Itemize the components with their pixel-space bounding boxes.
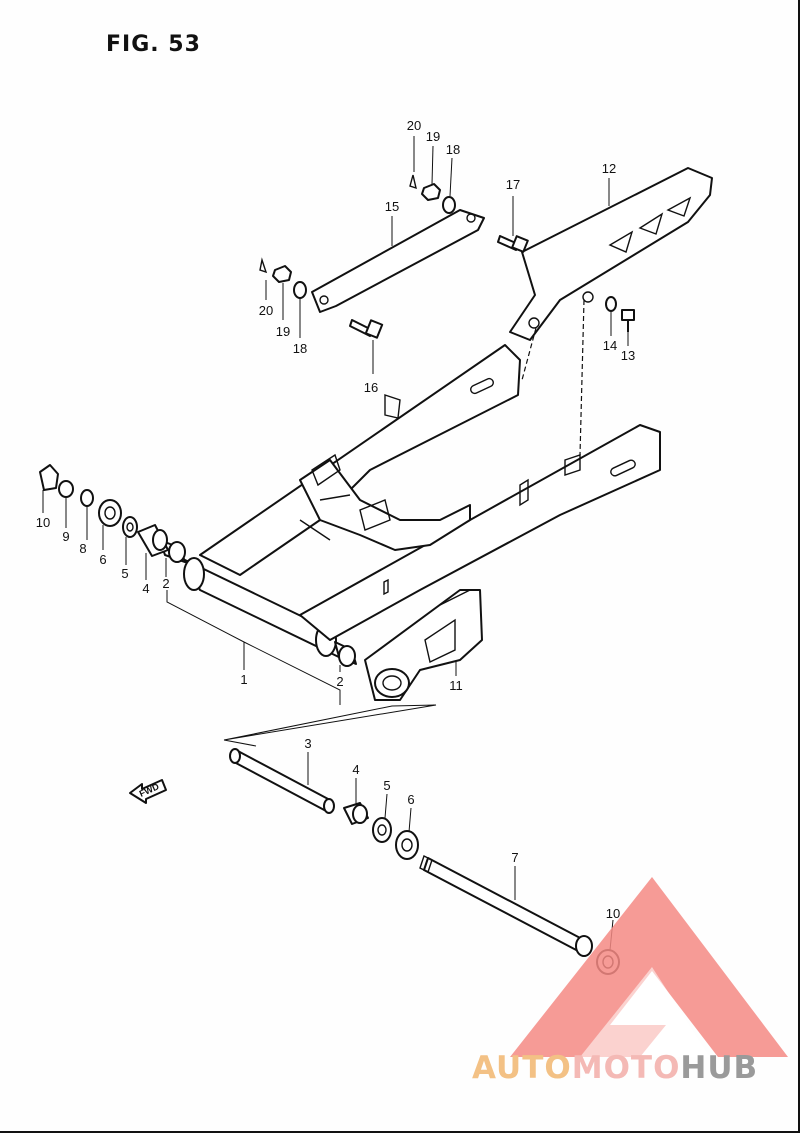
callout-5-lower: 5 bbox=[383, 778, 390, 793]
seal-6-upper[interactable] bbox=[98, 499, 122, 527]
callout-numbers: 20 19 18 17 12 15 20 19 18 16 14 13 10 9… bbox=[36, 118, 635, 921]
washer-14[interactable] bbox=[605, 296, 617, 312]
forward-direction-arrow: FWD bbox=[129, 779, 167, 804]
cap-10-upper[interactable] bbox=[39, 464, 59, 491]
leader-lines bbox=[42, 136, 629, 951]
bolt-13[interactable] bbox=[621, 309, 635, 332]
callout-20-lower: 20 bbox=[259, 303, 273, 318]
needle-bearing-lower[interactable] bbox=[334, 641, 357, 667]
swingarm[interactable] bbox=[183, 344, 661, 661]
callout-10: 10 bbox=[36, 515, 50, 530]
callout-1: 1 bbox=[240, 672, 247, 687]
callout-7: 7 bbox=[511, 850, 518, 865]
pivot-shaft-7[interactable] bbox=[419, 855, 593, 957]
washer-18-lower[interactable] bbox=[293, 281, 307, 299]
callout-8: 8 bbox=[79, 541, 86, 556]
callout-4: 4 bbox=[142, 581, 149, 596]
seal-6-lower[interactable] bbox=[395, 830, 419, 860]
callout-9: 9 bbox=[62, 529, 69, 544]
cotter-pin-20-lower[interactable] bbox=[259, 257, 268, 274]
nut-19-upper[interactable] bbox=[421, 183, 441, 201]
logo-word-auto: AUTO bbox=[472, 1050, 572, 1086]
callout-2: 2 bbox=[162, 576, 169, 591]
callout-12: 12 bbox=[602, 161, 616, 176]
washer-18-upper[interactable] bbox=[442, 196, 456, 214]
nut-19-lower[interactable] bbox=[272, 265, 292, 283]
bolt-17[interactable] bbox=[497, 235, 529, 253]
logo-word-moto: MOTO bbox=[571, 1050, 681, 1086]
collar-9[interactable] bbox=[58, 480, 74, 498]
callout-3: 3 bbox=[304, 736, 311, 751]
callout-18-lower: 18 bbox=[293, 341, 307, 356]
pivot-sleeve-3[interactable] bbox=[229, 748, 335, 814]
link-rod[interactable] bbox=[311, 209, 485, 313]
washer-5-upper[interactable] bbox=[122, 516, 138, 538]
logo-word-hub: HUB bbox=[680, 1050, 759, 1086]
callout-20: 20 bbox=[407, 118, 421, 133]
washer-8[interactable] bbox=[80, 489, 94, 507]
washer-5-lower[interactable] bbox=[372, 817, 392, 843]
callout-4-lower: 4 bbox=[352, 762, 359, 777]
callout-6: 6 bbox=[99, 552, 106, 567]
callout-19: 19 bbox=[426, 129, 440, 144]
callout-18: 18 bbox=[446, 142, 460, 157]
logo-wordmark: AUTOMOTOHUB bbox=[472, 1050, 758, 1086]
callout-2-lower: 2 bbox=[336, 674, 343, 689]
figure-title: FIG. 53 bbox=[106, 32, 201, 57]
chain-buffer-bracket[interactable] bbox=[364, 589, 483, 701]
chain-guard[interactable] bbox=[509, 167, 713, 341]
callout-6-lower: 6 bbox=[407, 792, 414, 807]
spacer-4-lower[interactable] bbox=[343, 802, 369, 825]
callout-13: 13 bbox=[621, 348, 635, 363]
callout-17: 17 bbox=[506, 177, 520, 192]
callout-19-lower: 19 bbox=[276, 324, 290, 339]
callout-14: 14 bbox=[603, 338, 617, 353]
cotter-pin-20-upper[interactable] bbox=[409, 174, 417, 190]
callout-15: 15 bbox=[385, 199, 399, 214]
bolt-16[interactable] bbox=[349, 319, 384, 339]
callout-10-lower: 10 bbox=[606, 906, 620, 921]
automotohub-logo bbox=[510, 877, 788, 1057]
callout-11: 11 bbox=[449, 678, 463, 693]
callout-5: 5 bbox=[121, 566, 128, 581]
callout-16: 16 bbox=[364, 380, 378, 395]
logo-triangle-icon bbox=[510, 877, 788, 1057]
spacer-4-upper[interactable] bbox=[137, 524, 169, 557]
